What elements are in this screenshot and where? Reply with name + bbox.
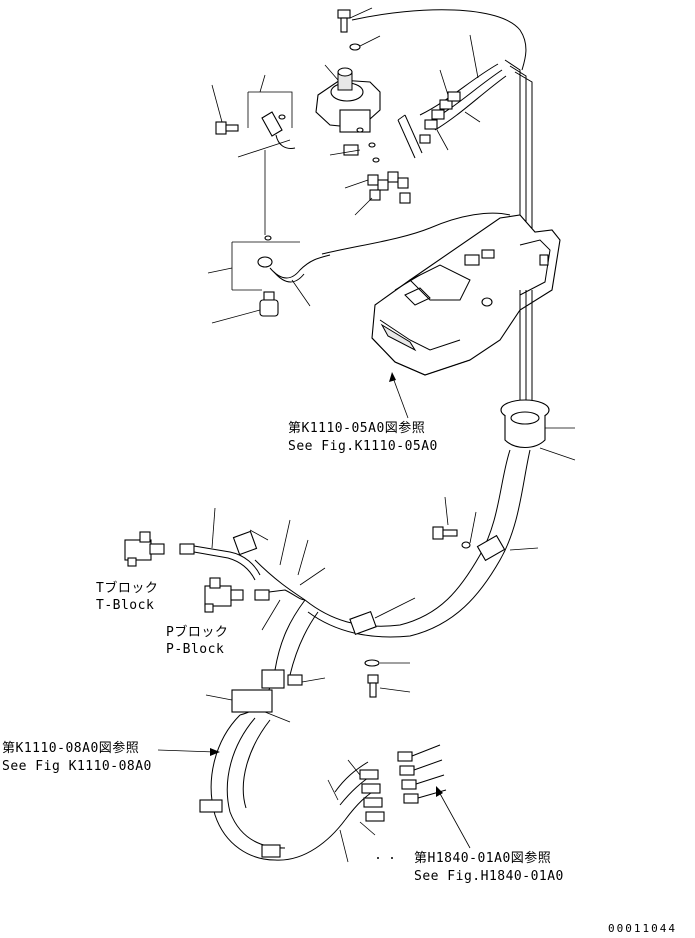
console-housing — [371, 214, 561, 376]
pilot-valve — [315, 64, 381, 133]
ref-h1840-01a0-en: See Fig.H1840-01A0 — [414, 869, 564, 884]
ref-h1840-01a0-jp: 第H1840-01A0図参照 — [414, 850, 551, 866]
connector-group — [344, 171, 411, 216]
fitting-group-center — [329, 127, 380, 163]
p-block-label-en: P-Block — [166, 642, 224, 657]
p-block-label-jp: Pブロック — [166, 624, 228, 640]
reference-arrow-harness — [157, 748, 220, 756]
main-hose-run — [210, 449, 531, 861]
upper-hose-loop — [351, 9, 533, 240]
t-block-label-en: T-Block — [96, 598, 154, 613]
reference-arrow-hose-ends — [436, 786, 471, 849]
vertical-hose-bundle — [519, 290, 533, 400]
t-block-label-jp: Tブロック — [96, 580, 158, 596]
elbow-fitting — [237, 111, 296, 158]
pin-clip — [397, 114, 423, 159]
clamp-bottom — [199, 799, 281, 858]
grommet — [500, 399, 576, 461]
drawing-number: 00011044 — [608, 922, 677, 935]
washer-lower — [364, 659, 410, 667]
washer-top — [349, 35, 381, 51]
washer-right-middle — [461, 511, 477, 549]
hose-connector-upper — [179, 507, 326, 586]
reference-arrow-console — [389, 372, 409, 419]
p-block — [204, 577, 244, 613]
bolt-lower — [367, 674, 411, 698]
ref-k1110-08a0-jp: 第K1110-08A0図参照 — [2, 740, 139, 756]
bolt-top — [337, 7, 373, 33]
hose-fitting-set — [419, 34, 481, 151]
bolt-left — [211, 84, 239, 135]
clamp-left — [205, 689, 291, 723]
clamp-lower — [261, 669, 326, 689]
leader-dots — [377, 857, 393, 859]
bracket-callout-a — [247, 74, 293, 128]
lower-left-hose — [207, 150, 511, 324]
clamp-upper — [476, 534, 539, 562]
ref-k1110-05a0-jp: 第K1110-05A0図参照 — [288, 420, 425, 436]
ref-k1110-08a0-en: See Fig K1110-08A0 — [2, 759, 152, 774]
bolt-right-middle — [432, 496, 458, 540]
t-block — [124, 531, 165, 567]
clamp-middle — [349, 597, 416, 635]
hose-connector-lower — [254, 589, 306, 631]
ref-k1110-05a0-en: See Fig.K1110-05A0 — [288, 439, 438, 454]
hose-end-fittings — [327, 744, 447, 863]
